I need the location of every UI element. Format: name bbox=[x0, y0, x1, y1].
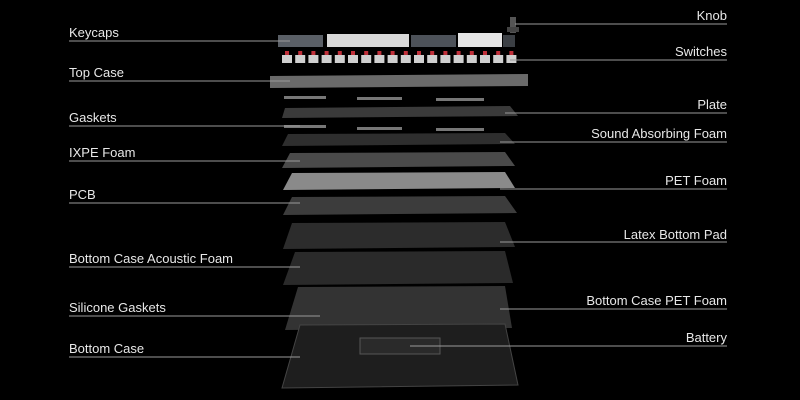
switch-stem bbox=[364, 51, 369, 55]
switch-stem bbox=[469, 51, 474, 55]
switch-stem bbox=[483, 51, 487, 55]
plate-layer bbox=[282, 106, 518, 118]
switch bbox=[321, 55, 332, 63]
label-bottom-case-pet-foam: Bottom Case PET Foam bbox=[586, 293, 727, 308]
switch bbox=[400, 55, 411, 63]
ixpe-foam-layer bbox=[282, 152, 515, 168]
label-top-case: Top Case bbox=[69, 65, 124, 80]
label-bottom-case-acoustic-foam: Bottom Case Acoustic Foam bbox=[69, 251, 234, 266]
leader-lines bbox=[69, 23, 727, 358]
label-sound-absorbing-foam: Sound Absorbing Foam bbox=[591, 126, 727, 141]
label-bottom-case: Bottom Case bbox=[69, 341, 145, 356]
label-pcb: PCB bbox=[69, 187, 96, 202]
switch bbox=[414, 55, 424, 63]
switch-stem bbox=[390, 51, 395, 55]
switch bbox=[282, 55, 292, 63]
switch-stem bbox=[324, 51, 329, 55]
switch bbox=[440, 55, 451, 63]
label-plate: Plate bbox=[697, 97, 727, 112]
label-keycaps: Keycaps bbox=[69, 25, 119, 40]
switch bbox=[427, 55, 438, 63]
switch bbox=[453, 55, 464, 63]
switch-stem bbox=[509, 51, 514, 55]
switch-stem bbox=[285, 51, 289, 55]
keycaps-layer bbox=[278, 33, 515, 47]
switch bbox=[493, 55, 504, 63]
knob bbox=[507, 17, 519, 33]
bottom-case-pet-foam-layer bbox=[285, 286, 512, 330]
label-knob: Knob bbox=[696, 8, 727, 23]
switch-stem bbox=[456, 51, 461, 55]
bottom-case-acoustic-foam-layer bbox=[283, 251, 513, 285]
switch bbox=[348, 55, 358, 63]
switch bbox=[295, 55, 306, 63]
switch-stem bbox=[377, 51, 382, 55]
switch bbox=[308, 55, 319, 63]
switch bbox=[480, 55, 490, 63]
latex-bottom-pad-layer bbox=[283, 222, 515, 249]
switch bbox=[374, 55, 385, 63]
switch bbox=[466, 55, 477, 63]
switch bbox=[387, 55, 398, 63]
switch-stem bbox=[298, 51, 303, 55]
gaskets-layer bbox=[284, 96, 484, 131]
sound-absorbing-foam-layer bbox=[282, 133, 515, 146]
switch bbox=[506, 55, 517, 63]
label-silicone-gaskets: Silicone Gaskets bbox=[69, 300, 166, 315]
top-case-layer bbox=[270, 74, 528, 88]
switch-stem bbox=[443, 51, 448, 55]
label-pet-foam: PET Foam bbox=[665, 173, 727, 188]
switch-stem bbox=[403, 51, 408, 55]
switch-stem bbox=[337, 51, 342, 55]
label-latex-bottom-pad: Latex Bottom Pad bbox=[623, 227, 727, 242]
pcb-layer bbox=[283, 196, 517, 215]
label-gaskets: Gaskets bbox=[69, 110, 117, 125]
switch bbox=[361, 55, 372, 63]
switches-layer bbox=[282, 51, 517, 63]
switch bbox=[334, 55, 345, 63]
label-ixpe-foam: IXPE Foam bbox=[69, 145, 136, 160]
switch-stem bbox=[311, 51, 316, 55]
switch-stem bbox=[351, 51, 355, 55]
switch-stem bbox=[496, 51, 501, 55]
bottom-case-layer bbox=[281, 323, 519, 389]
pet-foam-layer bbox=[283, 172, 515, 190]
label-switches: Switches bbox=[674, 44, 727, 59]
label-battery: Battery bbox=[685, 330, 727, 345]
switch-stem bbox=[417, 51, 421, 55]
switch-stem bbox=[430, 51, 435, 55]
